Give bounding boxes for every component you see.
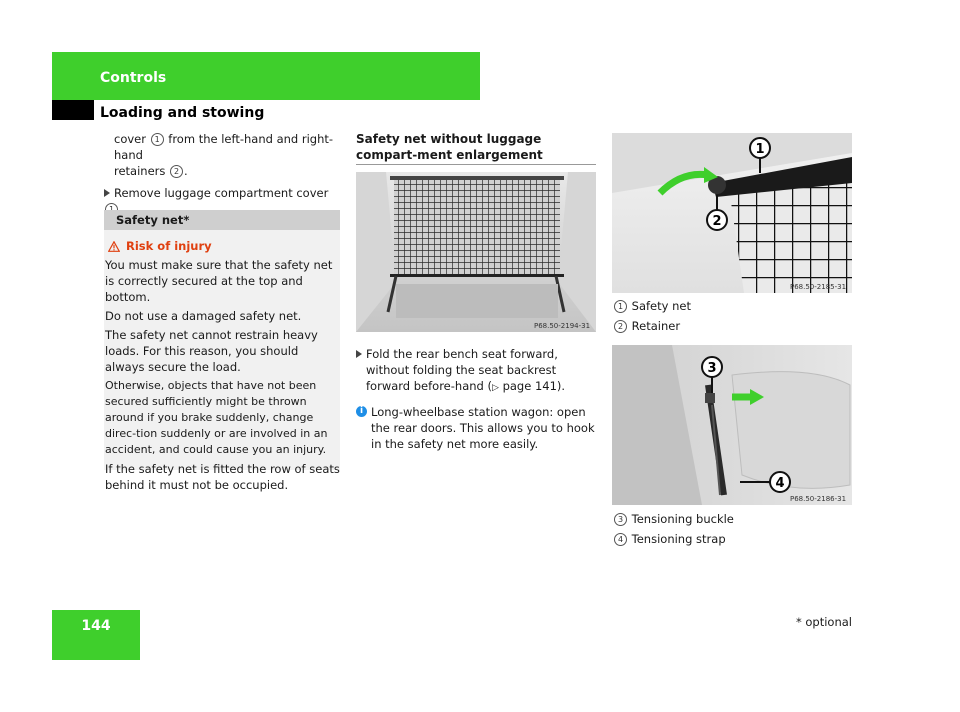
section-tab [52, 52, 480, 100]
legend-item: 2 Retainer [613, 318, 853, 334]
rear-net-photo: P68.50-2194-31 [356, 172, 596, 332]
warning-title: Risk of injury [107, 238, 341, 254]
callout-1-label: 1 [755, 142, 764, 157]
subsection-title: Loading and stowing [100, 105, 265, 121]
step-remove-cover: Remove luggage compartment cover 1. [104, 185, 342, 217]
subsection-marker [52, 100, 94, 120]
image-code: P68.50-2185-31 [790, 283, 846, 291]
section-title: Controls [100, 70, 167, 86]
legend-item: 4 Tensioning strap [613, 531, 853, 547]
safety-net-section-heading: Safety net without luggage compart-ment … [356, 132, 543, 162]
step-fold-seat: Fold the rear bench seat forward, withou… [356, 346, 598, 396]
callout-1: 1 [150, 133, 164, 146]
warning-paragraph: Otherwise, objects that have not been se… [105, 379, 328, 456]
step-arrow-icon [356, 350, 362, 358]
callout-2: 2 [170, 165, 184, 178]
image-code: P68.50-2186-31 [790, 495, 846, 503]
warning-paragraph: Do not use a damaged safety net. [105, 309, 302, 323]
callout-3-label: 3 [707, 361, 716, 376]
callout-4-label: 4 [775, 476, 784, 491]
legend-2: 3 Tensioning buckle 4 Tensioning strap [613, 511, 853, 551]
callout-2-label: 2 [712, 214, 721, 229]
safety-net-heading: Safety net* [104, 210, 340, 230]
image-code: P68.50-2194-31 [534, 322, 590, 330]
legend-item: 1 Safety net [613, 298, 853, 314]
page-number: 144 [81, 618, 111, 634]
tensioning-strap-photo: 3 4 P68.50-2186-31 [612, 345, 852, 505]
page-ref-arrow-icon: ▷ [491, 383, 499, 393]
footnote: * optional [795, 615, 852, 629]
heading-rule [356, 164, 596, 165]
step-arrow-icon [104, 189, 110, 197]
warning-box [104, 230, 340, 470]
legend-1: 1 Safety net 2 Retainer [613, 298, 853, 338]
warning-paragraph: You must make sure that the safety net i… [105, 258, 333, 304]
page-ref[interactable]: page 141 [502, 379, 557, 393]
warning-paragraph: The safety net cannot restrain heavy loa… [105, 328, 318, 374]
net-retainer-photo: 1 2 P68.50-2185-31 [612, 133, 852, 293]
column-1: cover 1 from the left-hand and right-han… [104, 131, 342, 217]
info-note: i Long-wheelbase station wagon: open the… [356, 404, 598, 452]
column-2-text: Fold the rear bench seat forward, withou… [356, 346, 598, 452]
warning-content: Risk of injury You must make sure that t… [104, 238, 341, 496]
info-icon: i [356, 406, 367, 417]
warning-paragraph: If the safety net is fitted the row of s… [105, 462, 340, 492]
legend-item: 3 Tensioning buckle [613, 511, 853, 527]
warning-triangle-icon [107, 240, 121, 252]
intro-text: cover 1 from the left-hand and right-han… [114, 132, 334, 178]
page-number-box [52, 610, 140, 660]
